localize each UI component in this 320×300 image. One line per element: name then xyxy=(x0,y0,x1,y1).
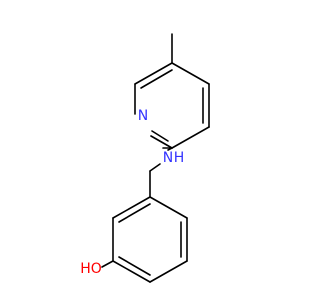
bond-pyridine xyxy=(171,62,210,85)
bond-pyridine xyxy=(150,135,173,149)
amine-nitrogen-label: N xyxy=(163,150,173,166)
bond-c-oh xyxy=(101,260,114,268)
ring-nitrogen-label: N xyxy=(138,108,148,124)
amine-hydrogen-label: H xyxy=(174,150,185,166)
bond-phenol xyxy=(112,196,151,219)
bond-phenol xyxy=(149,196,188,219)
hydroxyl-label: HO xyxy=(80,261,102,277)
bond-pyridine xyxy=(171,126,210,149)
bond-phenol xyxy=(149,260,188,283)
molecule-structure: N N H HO xyxy=(80,33,210,283)
bond-ring-to-nh xyxy=(167,147,173,151)
bond-pyridine-double xyxy=(140,69,173,89)
bond-nh-ch2 xyxy=(149,163,161,172)
bond-phenol-double xyxy=(118,256,151,276)
bonds xyxy=(101,33,210,283)
bond-pyridine-double xyxy=(151,130,169,142)
bond-phenol xyxy=(112,260,151,283)
bond-pyridine xyxy=(134,62,173,85)
bond-phenol-double xyxy=(118,203,151,223)
